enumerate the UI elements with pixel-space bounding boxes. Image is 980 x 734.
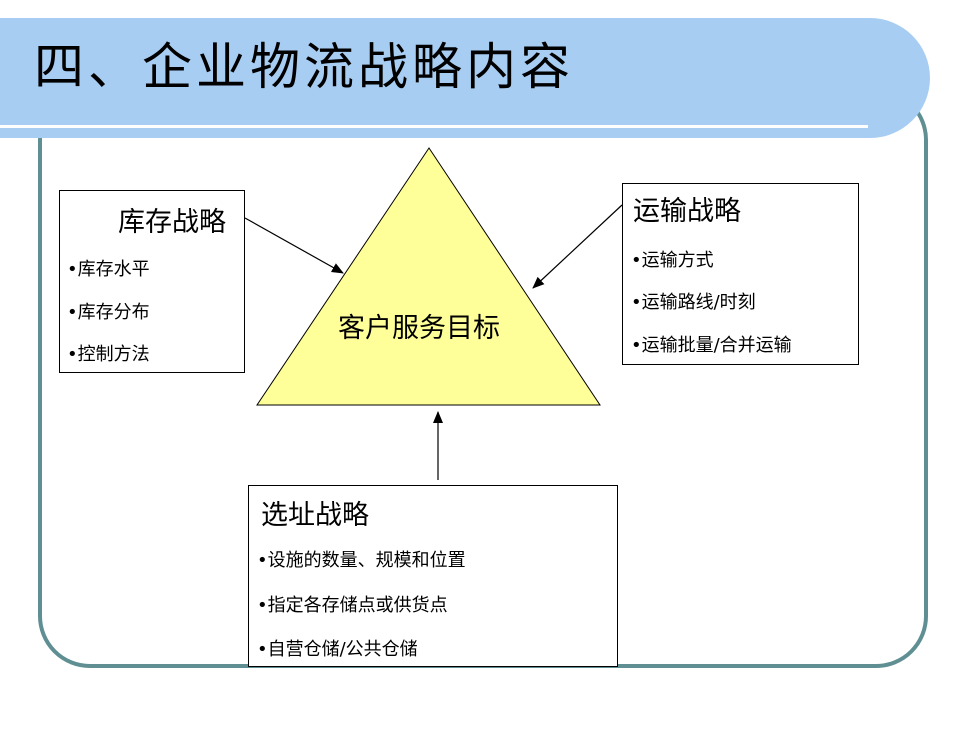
list-item: •库存水平: [67, 259, 150, 280]
list-item: •运输批量/合并运输: [631, 335, 792, 356]
list-item: •运输路线/时刻: [631, 292, 756, 313]
list-item: •控制方法: [67, 344, 150, 365]
transport-strategy-box: 运输战略 •运输方式 •运输路线/时刻 •运输批量/合并运输: [622, 183, 859, 365]
inventory-strategy-title: 库存战略: [118, 207, 226, 238]
inventory-strategy-box: 库存战略 •库存水平 •库存分布 •控制方法: [59, 190, 245, 373]
title-underline: [0, 125, 868, 128]
slide-title: 四、企业物流战略内容: [34, 38, 574, 96]
location-strategy-title: 选址战略: [261, 500, 369, 531]
list-item: •设施的数量、规模和位置: [257, 550, 466, 571]
customer-service-goal-label: 客户服务目标: [338, 313, 500, 344]
customer-service-triangle: [256, 147, 601, 406]
arrow-inventory-to-goal: [244, 217, 344, 274]
list-item: •指定各存储点或供货点: [257, 595, 448, 616]
list-item: •库存分布: [67, 302, 150, 323]
transport-strategy-title: 运输战略: [633, 196, 741, 227]
location-strategy-box: 选址战略 •设施的数量、规模和位置 •指定各存储点或供货点 •自营仓储/公共仓储: [248, 485, 618, 667]
title-band: [0, 18, 930, 138]
list-item: •运输方式: [631, 250, 714, 271]
list-item: •自营仓储/公共仓储: [257, 639, 418, 660]
arrow-transport-to-goal: [532, 204, 623, 289]
